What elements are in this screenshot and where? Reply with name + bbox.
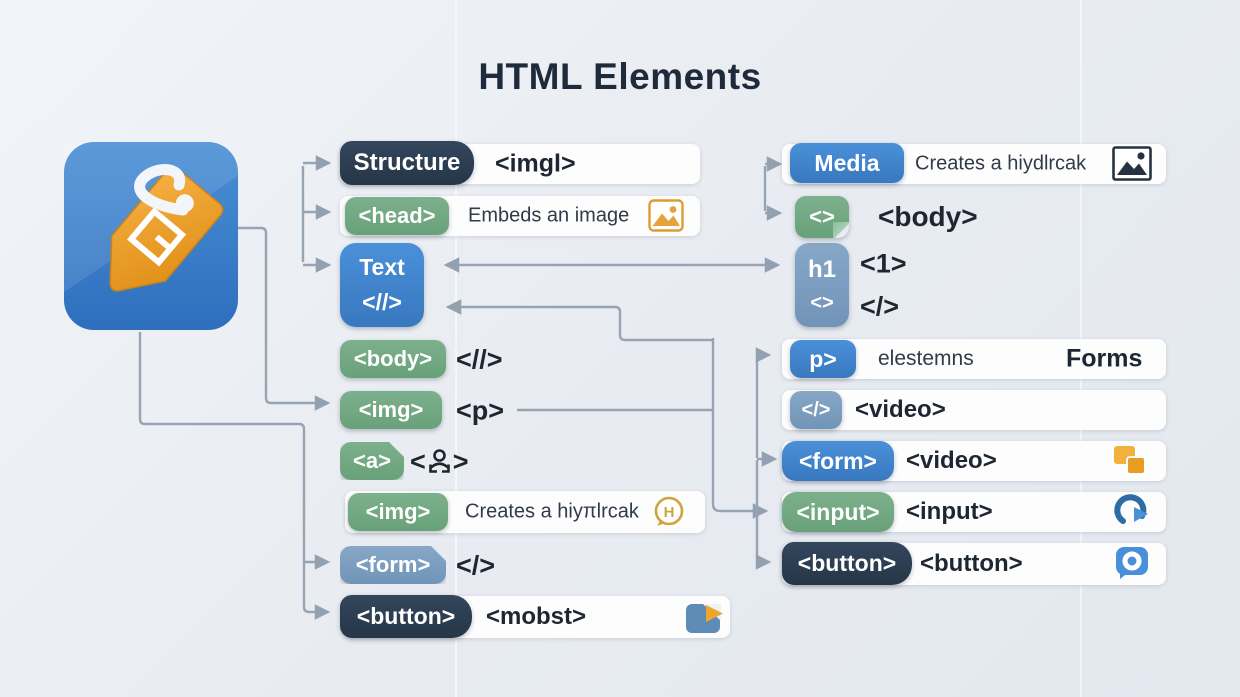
badge-media: Media [790,143,904,183]
badge-structure: Structure [340,141,474,185]
body-right-text: <body> [878,201,978,232]
head-row-text: Embeds an image [468,204,630,227]
button-right-text: <button> [920,550,1023,577]
copy-icon-orange [1110,444,1150,478]
page-title: HTML Elements [478,56,762,97]
page-curl [833,222,849,238]
form-row-text: </> [456,550,496,581]
background-band [455,0,457,697]
badge-img-2: <img> [348,493,448,531]
h1-badge-line1: h1 [807,255,836,283]
a-glyph-close: > [452,446,469,477]
badge-button: <button> [340,595,472,638]
badge-p: p> [790,340,856,378]
svg-text:H: H [664,504,675,521]
row-slash [782,390,1166,430]
h1-row-text1: <1> [860,248,907,279]
angle-badge-glyph: <> [809,204,835,229]
image-icon-dark [1112,146,1152,181]
arrow-icon-blue [1114,494,1150,529]
badge-head: <head> [345,197,449,235]
badge-form: <form> [340,546,446,584]
badge-button-right: <button> [782,542,912,585]
export-icon-blue [685,598,725,635]
badge-form-right: <form> [782,441,894,481]
person-glyph-icon [428,449,450,473]
badge-angle: <> [795,196,849,238]
badge-slash: </> [790,391,842,429]
circle-icon-blue [1114,545,1150,581]
badge-text-line2: <//> [362,289,402,315]
p-row-text: elestemns [878,347,974,370]
forms-label: Forms [1066,344,1143,373]
body-row-text: <//> [456,344,503,375]
media-row-text: Creates a hiydlrcak [915,152,1087,175]
img-creates-text: Creates a hiyπlrcak [465,500,639,523]
badge-a: <a> [340,442,404,480]
badge-body: <body> [340,340,446,378]
a-glyph-open: < [410,446,426,477]
badge-text: Text <//> [340,243,424,327]
slash-row-text: <video> [855,396,946,423]
button-row-text: <mobst> [486,603,587,630]
image-icon-orange [648,199,684,232]
a-row-glyph: < > [410,447,469,478]
structure-row-text: <imgl> [495,149,576,178]
input-row-text: <input> [906,498,993,525]
html-tag-logo [62,140,240,332]
badge-img: <img> [340,391,442,429]
img-row-text: <p> [456,395,505,426]
h1-row-text2: </> [860,291,900,322]
h1-badge-line2: <> [810,291,834,314]
form-right-text: <video> [906,447,997,474]
badge-text-line1: Text [359,254,405,280]
badge-h1: h1 <> [795,243,849,327]
h-bubble-icon: H [652,495,686,529]
badge-input: <input> [782,492,894,532]
